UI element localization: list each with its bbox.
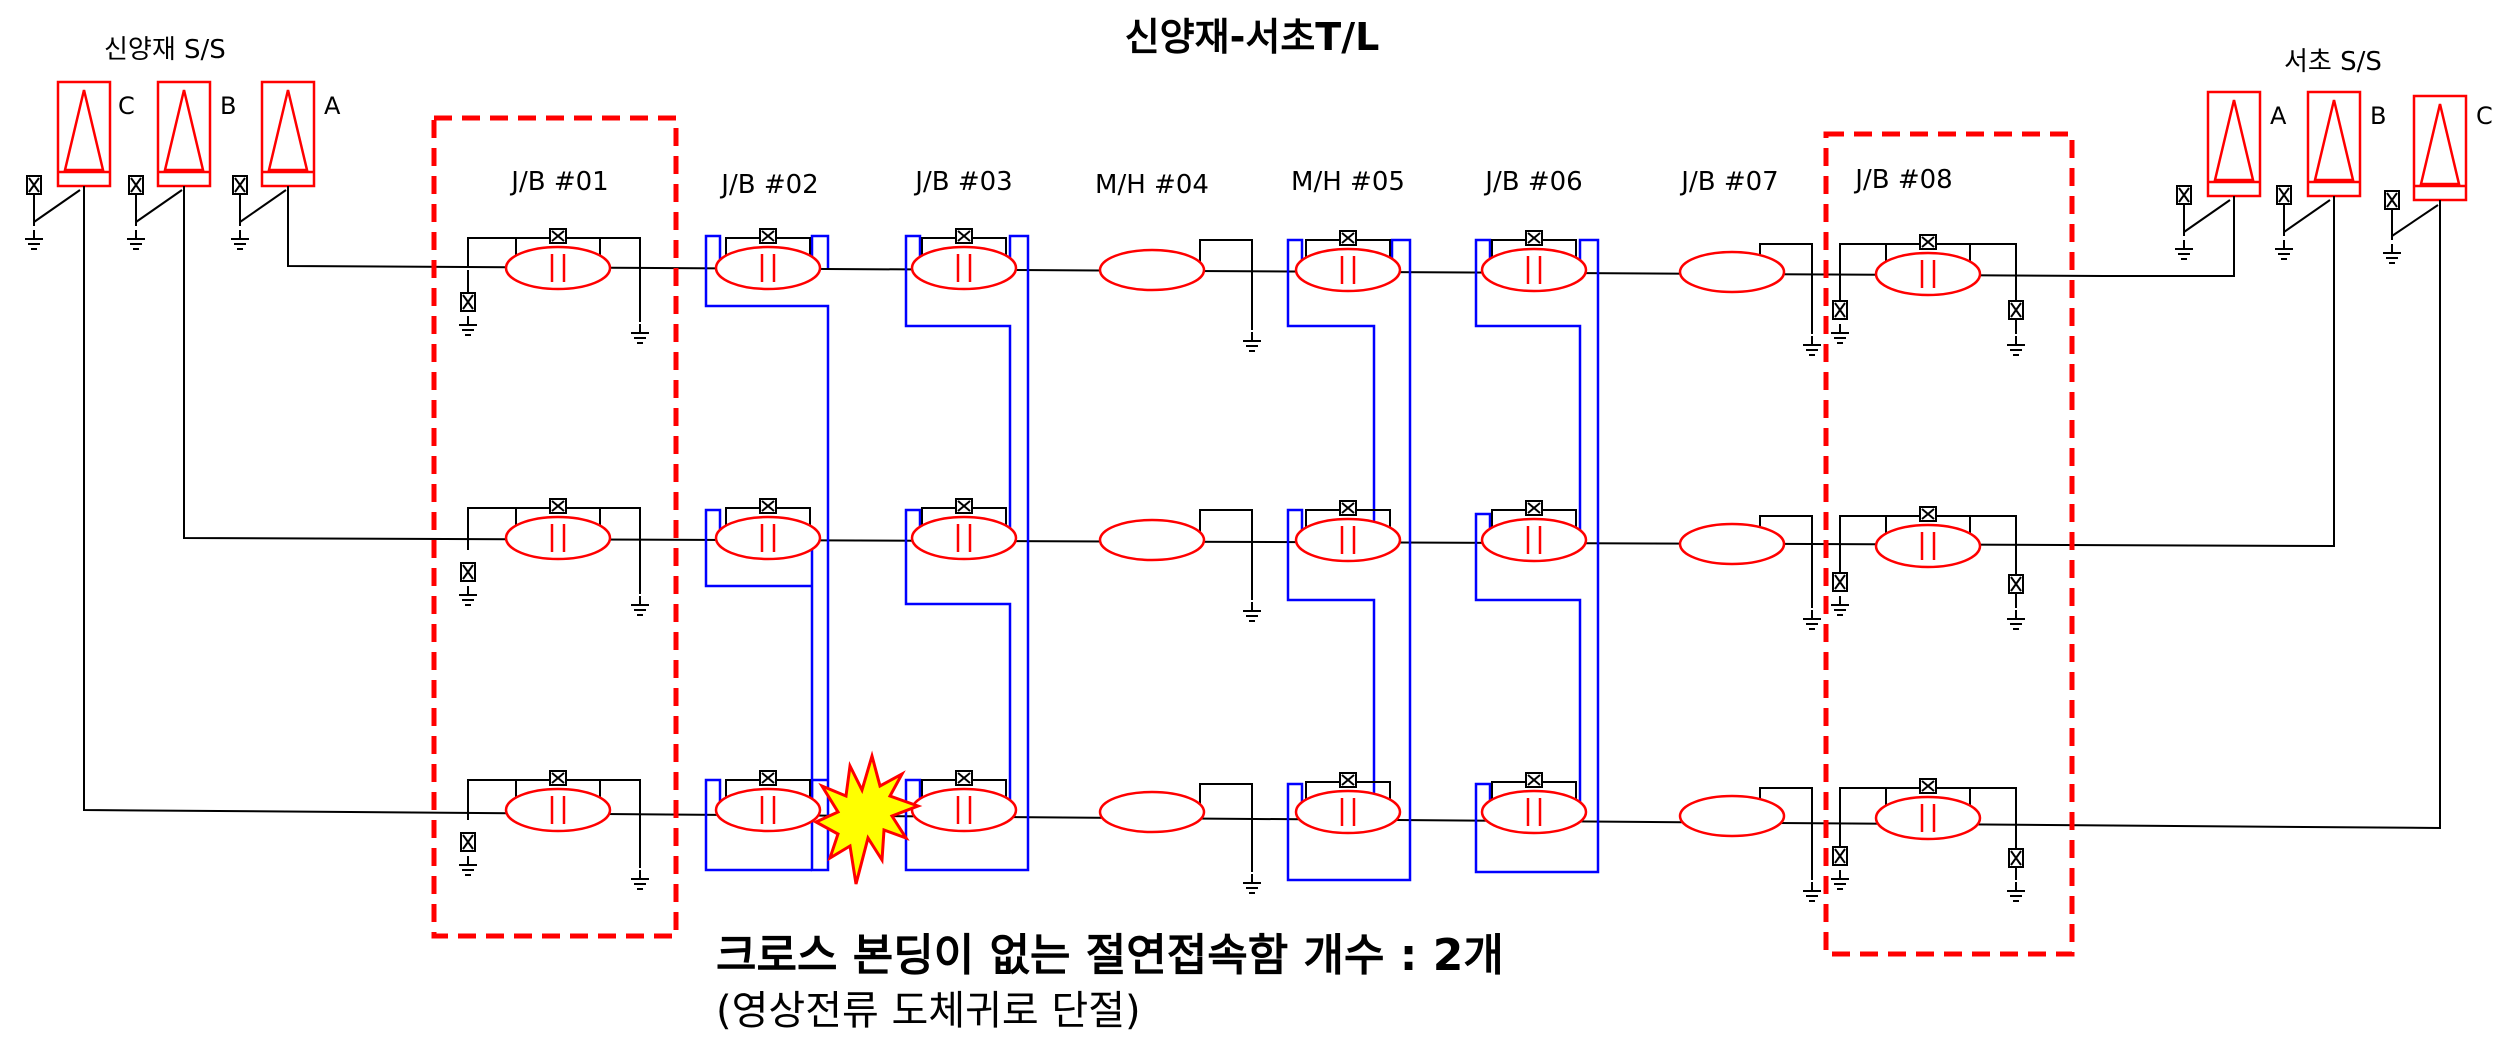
grounding-switch-icon xyxy=(2008,848,2024,868)
joint-1-phase-1 xyxy=(504,245,612,291)
joint-8-phase-3 xyxy=(1874,795,1982,841)
cable-conductors xyxy=(83,186,2441,830)
grounding-switch-icon xyxy=(2008,300,2024,320)
note-main: 크로스 본딩이 없는 절연접속함 개수 : 2개 xyxy=(716,930,1504,981)
joint-7-phase-1 xyxy=(1678,250,1786,294)
joint-8-phase-1 xyxy=(1874,251,1982,297)
note-sub: (영상전류 도체귀로 단절) xyxy=(716,988,1141,1034)
grounding-switch-icon xyxy=(128,175,144,195)
grounding-switch-icon xyxy=(1832,300,1848,320)
highlight-box-jb08 xyxy=(1823,131,2075,957)
joint-label-5: M/H #05 xyxy=(1291,167,1405,197)
grounding-switch-icon xyxy=(460,292,476,312)
grounding-switch-icon xyxy=(460,562,476,582)
joint-label-3: J/B #03 xyxy=(913,167,1012,197)
ground-icon xyxy=(126,229,146,250)
joint-7-phase-2 xyxy=(1678,522,1786,566)
grounding-switch-icon xyxy=(460,832,476,852)
joint-2-phase-2 xyxy=(714,515,822,561)
joint-4-phase-3 xyxy=(1098,790,1206,834)
joint-label-7: J/B #07 xyxy=(1679,167,1778,197)
joint-1-phase-3 xyxy=(504,787,612,833)
left-transformer-a xyxy=(260,80,316,188)
joint-label-6: J/B #06 xyxy=(1483,167,1582,197)
grounding-switch-icon xyxy=(232,175,248,195)
joint-label-8: J/B #08 xyxy=(1853,165,1952,195)
joint-3-phase-3 xyxy=(910,787,1018,833)
ground-icon xyxy=(230,229,250,250)
left-substation-label: 신양재 S/S xyxy=(104,35,226,65)
joint-1-phase-2 xyxy=(504,515,612,561)
joint-5-phase-1 xyxy=(1294,247,1402,293)
joint-5-phase-3 xyxy=(1294,789,1402,835)
ground-icon xyxy=(24,229,44,250)
grounding-switch-icon xyxy=(2384,190,2400,210)
right-phase-label-b: B xyxy=(2370,102,2386,130)
cross-bonding-jb02-jb03 xyxy=(704,234,1030,872)
grounding-switch-icon xyxy=(2276,185,2292,205)
joint-label-1: J/B #01 xyxy=(509,167,608,197)
joint-label-4: M/H #04 xyxy=(1095,170,1209,200)
joint-2-phase-1 xyxy=(714,245,822,291)
joint-6-phase-2 xyxy=(1480,517,1588,563)
right-transformer-a xyxy=(2206,90,2262,198)
grounding-switch-icon xyxy=(1832,572,1848,592)
right-transformer-b xyxy=(2306,90,2362,198)
ground-icon xyxy=(2382,243,2402,264)
left-phase-label-c: C xyxy=(118,92,135,120)
diagram-title: 신양재-서초T/L xyxy=(1125,15,1380,59)
joint-4-phase-2 xyxy=(1098,518,1206,562)
right-phase-label-c: C xyxy=(2476,102,2493,130)
joint-4-phase-1 xyxy=(1098,248,1206,292)
joint-8-phase-2 xyxy=(1874,523,1982,569)
fault-burst-icon xyxy=(812,750,923,885)
left-phase-label-b: B xyxy=(220,92,236,120)
right-substation-label: 서초 S/S xyxy=(2284,47,2382,77)
joint-6-phase-3 xyxy=(1480,789,1588,835)
joint-label-2: J/B #02 xyxy=(719,170,818,200)
ground-icon xyxy=(2174,239,2194,260)
left-phase-label-a: A xyxy=(324,92,341,120)
right-phase-label-a: A xyxy=(2270,102,2287,130)
joint-2-phase-3 xyxy=(714,787,822,833)
joint-5-phase-2 xyxy=(1294,517,1402,563)
grounding-switch-icon xyxy=(2008,574,2024,594)
joint-3-phase-1 xyxy=(910,245,1018,291)
joint-7-phase-3 xyxy=(1678,794,1786,838)
grounding-switch-icon xyxy=(2176,185,2192,205)
highlight-box-jb01 xyxy=(431,115,679,939)
right-transformer-c xyxy=(2412,94,2468,202)
grounding-switch-icon xyxy=(26,175,42,195)
grounding-switch-icon xyxy=(1832,846,1848,866)
left-transformer-c xyxy=(56,80,112,188)
cross-bonding-mh05-jb06 xyxy=(1286,238,1600,882)
joint-6-phase-1 xyxy=(1480,247,1588,293)
left-transformer-b xyxy=(156,80,212,188)
ground-icon xyxy=(2274,239,2294,260)
joint-3-phase-2 xyxy=(910,515,1018,561)
